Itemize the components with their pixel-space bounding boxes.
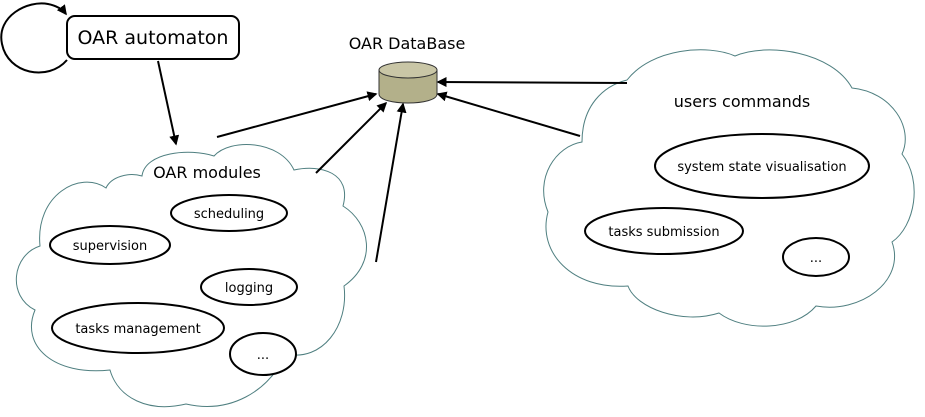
- tasks-submission-node: tasks submission: [584, 207, 744, 255]
- users-commands-title: users commands: [674, 92, 811, 111]
- oar-modules-cloud: [15, 144, 367, 408]
- supervision-node: supervision: [49, 225, 171, 265]
- users-ellipsis-node: ...: [782, 237, 850, 277]
- logging-label: logging: [225, 281, 273, 296]
- modules-ellipsis-node: ...: [229, 332, 297, 376]
- scheduling-label: scheduling: [194, 207, 264, 222]
- system-state-visualisation-label: system state visualisation: [677, 160, 846, 175]
- users-to-database-edge-1: [436, 77, 628, 88]
- modules-to-database-edge-3: [375, 102, 407, 263]
- system-state-visualisation-node: system state visualisation: [654, 133, 870, 199]
- tasks-submission-label: tasks submission: [608, 225, 719, 240]
- users-ellipsis-label: ...: [810, 251, 822, 266]
- automaton-self-loop: [0, 2, 68, 74]
- scheduling-node: scheduling: [170, 194, 288, 232]
- modules-to-database-edge-2: [315, 101, 388, 174]
- tasks-management-node: tasks management: [51, 302, 225, 354]
- database-cylinder-top: [378, 61, 438, 79]
- users-to-database-edge-2: [436, 91, 581, 137]
- modules-ellipsis-label: ...: [257, 348, 269, 363]
- oar-automaton-label: OAR automaton: [78, 27, 229, 49]
- modules-to-database-edge-1: [216, 91, 378, 138]
- supervision-label: supervision: [73, 239, 148, 254]
- automaton-to-modules-edge: [157, 60, 180, 146]
- oar-database-node: OAR DataBase: [349, 34, 466, 104]
- oar-modules-title: OAR modules: [153, 163, 261, 182]
- oar-automaton-node: OAR automaton: [66, 15, 240, 60]
- oar-database-label: OAR DataBase: [349, 34, 466, 53]
- logging-node: logging: [200, 268, 298, 306]
- tasks-management-label: tasks management: [75, 322, 200, 337]
